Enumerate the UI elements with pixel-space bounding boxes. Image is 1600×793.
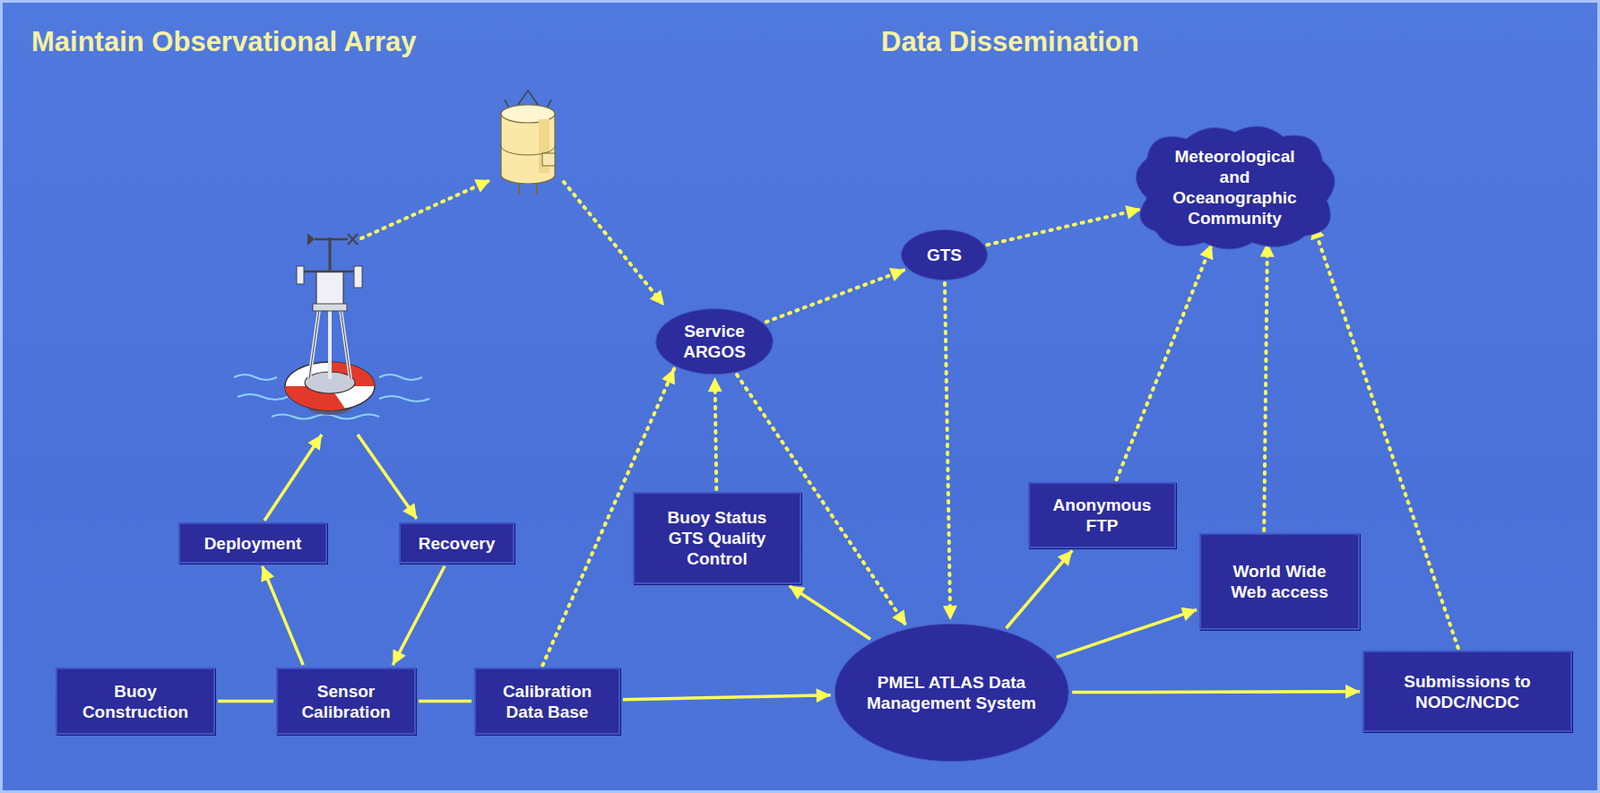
solid-arrow [789,586,871,640]
dotted-arrow [766,269,906,322]
process-box: Anonymous FTP [1028,482,1177,549]
ellipse-outline [833,622,1071,763]
community-cloud: Meteorological and Oceanographic Communi… [1124,121,1345,254]
node-text: Buoy Construction [72,681,199,723]
solid-arrow [418,700,472,704]
process-box: Deployment [178,522,328,564]
process-box: Buoy Status GTS Quality Control [632,492,802,585]
solid-arrow [622,695,831,701]
process-box: Submissions to NODC/NCDC [1362,650,1573,733]
node-text: Anonymous FTP [1048,494,1157,537]
node-text: Buoy Status GTS Quality Control [649,507,785,570]
ellipse-outline [655,308,774,375]
dotted-arrow [1116,243,1212,480]
node-text: Sensor Calibration [287,681,405,723]
data-system-ellipse: PMEL ATLAS Data Management System [833,622,1071,763]
process-box: World Wide Web access [1199,533,1360,631]
solid-arrow [392,566,445,666]
node-text: Submissions to NODC/NCDC [1395,671,1540,713]
process-box: Calibration Data Base [474,667,621,736]
node-text: GTS [926,244,962,266]
process-box: Buoy Construction [55,667,216,736]
section-heading: Data Dissemination [881,25,1140,59]
node-text: Service ARGOS [674,320,755,363]
buoy-illustration [285,233,375,416]
process-box: Sensor Calibration [276,667,416,736]
node-text: Deployment [204,533,303,554]
solid-arrow [262,566,304,666]
section-heading: Maintain Observational Array [31,25,417,59]
solid-arrow [1056,609,1198,658]
argos-ellipse: Service ARGOS [655,308,774,375]
process-box: Recovery [398,522,515,564]
cloud-outline [1124,121,1345,254]
node-text: Recovery [418,533,496,554]
node-text: PMEL ATLAS Data Management System [864,672,1039,714]
solid-arrow [1072,690,1360,694]
node-text: Calibration Data Base [489,681,606,723]
solid-arrow [217,700,274,704]
dotted-arrow [1263,242,1268,531]
illustration-links [264,180,665,521]
solid-arrow [1006,550,1073,629]
gts-ellipse: GTS [900,229,988,281]
satellite-illustration [501,90,555,195]
node-text: World Wide Web access [1227,561,1333,603]
dotted-arrow [715,377,718,490]
dotted-arrow [987,208,1142,245]
dotted-arrow [944,283,951,621]
node-text: Meteorological and Oceanographic Communi… [1163,146,1307,229]
